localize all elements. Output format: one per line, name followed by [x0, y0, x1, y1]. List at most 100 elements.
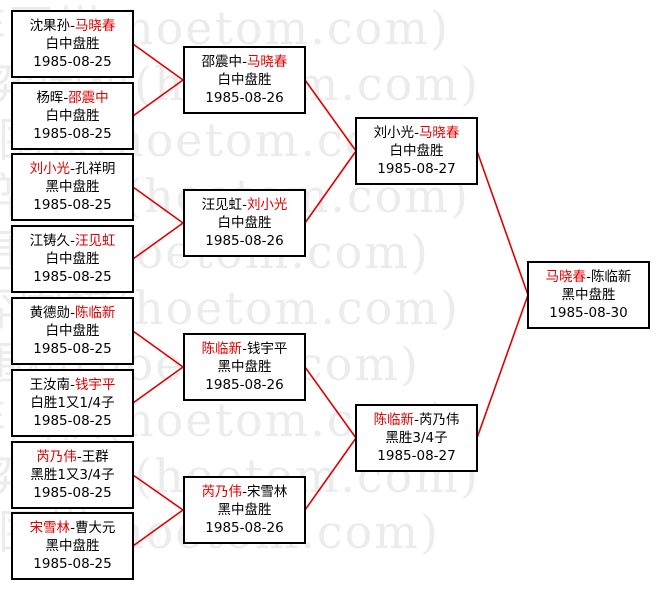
player-white: 陈临新: [590, 269, 632, 285]
match-result: 白中盘胜: [217, 72, 272, 88]
separator: -: [63, 90, 69, 106]
connector-line: [132, 186, 184, 224]
separator: -: [70, 18, 75, 34]
match-date: 1985-08-26: [205, 90, 284, 106]
player-white: 邵震中: [68, 90, 109, 106]
match-result: 白胜1又1/4子: [30, 395, 115, 411]
match-result: 白中盘胜: [217, 215, 272, 231]
match-box-r3: 刘小光-马晓春 白中盘胜 1985-08-27: [355, 117, 478, 185]
player-white: 芮乃伟: [418, 412, 460, 428]
match-box-r1: 芮乃伟-王群 黑胜1又3/4子 1985-08-25: [11, 441, 134, 509]
match-result: 白中盘胜: [45, 251, 100, 267]
player-black: 陈临新: [201, 341, 243, 357]
connector-line: [304, 79, 357, 152]
player-black: 陈临新: [373, 412, 415, 428]
match-box-r1: 王汝南-钱宇平 白胜1又1/4子 1985-08-25: [11, 369, 134, 437]
separator: -: [70, 305, 75, 321]
match-date: 1985-08-26: [205, 520, 284, 536]
connector-line: [304, 437, 357, 511]
connector-line: [132, 79, 184, 117]
separator: -: [586, 269, 591, 285]
match-result: 白中盘胜: [45, 323, 100, 339]
match-result: 黑胜1又3/4子: [30, 467, 115, 483]
separator: -: [242, 197, 247, 213]
match-date: 1985-08-30: [549, 305, 628, 321]
connector-line: [132, 509, 184, 547]
player-black: 黄德勋: [29, 305, 71, 321]
player-white: 马晓春: [74, 18, 116, 34]
connector-line: [304, 366, 357, 439]
separator: -: [242, 341, 247, 357]
player-black: 杨晖: [36, 90, 64, 106]
match-date: 1985-08-25: [33, 413, 112, 429]
player-black: 江铸久: [29, 233, 71, 249]
match-date: 1985-08-26: [205, 377, 284, 393]
match-result: 白中盘胜: [45, 36, 100, 52]
separator: -: [242, 484, 247, 500]
match-result: 白中盘胜: [389, 143, 444, 159]
player-white: 王群: [81, 449, 109, 465]
separator: -: [242, 54, 247, 70]
player-white: 马晓春: [418, 125, 460, 141]
player-white: 钱宇平: [74, 377, 116, 393]
match-date: 1985-08-25: [33, 126, 112, 142]
match-date: 1985-08-25: [33, 556, 112, 572]
player-white: 宋雪林: [246, 484, 288, 500]
player-black: 邵震中: [201, 54, 243, 70]
match-result: 黑胜3/4子: [385, 430, 448, 446]
connector-line: [304, 150, 357, 224]
match-box-r1: 江铸久-汪见虹 白中盘胜 1985-08-25: [11, 225, 134, 293]
connector-line: [132, 366, 184, 404]
match-date: 1985-08-26: [205, 233, 284, 249]
match-result: 黑中盘胜: [45, 538, 100, 554]
connector-line: [476, 294, 529, 439]
player-white: 曹大元: [74, 520, 116, 536]
match-date: 1985-08-27: [377, 161, 456, 177]
match-date: 1985-08-25: [33, 54, 112, 70]
match-box-r2: 陈临新-钱宇平 黑中盘胜 1985-08-26: [183, 333, 306, 401]
match-date: 1985-08-25: [33, 197, 112, 213]
player-black: 刘小光: [29, 161, 71, 177]
match-box-final: 马晓春-陈临新 黑中盘胜 1985-08-30: [527, 261, 650, 329]
player-white: 孔祥明: [74, 161, 116, 177]
connector-line: [132, 43, 184, 81]
separator: -: [414, 412, 419, 428]
match-result: 黑中盘胜: [45, 179, 100, 195]
match-date: 1985-08-25: [33, 269, 112, 285]
player-black: 芮乃伟: [36, 449, 77, 465]
match-box-r1: 宋雪林-曹大元 黑中盘胜 1985-08-25: [11, 512, 134, 580]
connector-line: [132, 222, 184, 260]
player-black: 沈果孙: [29, 18, 71, 34]
player-black: 马晓春: [545, 269, 587, 285]
player-black: 宋雪林: [29, 520, 71, 536]
match-box-r1: 黄德勋-陈临新 白中盘胜 1985-08-25: [11, 297, 134, 365]
match-box-r2: 芮乃伟-宋雪林 黑中盘胜 1985-08-26: [183, 476, 306, 544]
match-date: 1985-08-25: [33, 485, 112, 501]
separator: -: [70, 377, 75, 393]
player-black: 芮乃伟: [201, 484, 243, 500]
match-box-r1: 沈果孙-马晓春 白中盘胜 1985-08-25: [11, 10, 134, 78]
player-white: 汪见虹: [74, 233, 116, 249]
match-box-r2: 汪见虹-刘小光 白中盘胜 1985-08-26: [183, 189, 306, 257]
match-result: 黑中盘胜: [217, 359, 272, 375]
match-date: 1985-08-27: [377, 448, 456, 464]
match-box-r1: 杨晖-邵震中 白中盘胜 1985-08-25: [11, 82, 134, 150]
match-date: 1985-08-25: [33, 341, 112, 357]
player-white: 陈临新: [74, 305, 116, 321]
player-white: 钱宇平: [246, 341, 288, 357]
separator: -: [70, 161, 75, 177]
player-black: 刘小光: [373, 125, 415, 141]
separator: -: [70, 233, 75, 249]
player-white: 刘小光: [246, 197, 288, 213]
match-result: 白中盘胜: [45, 108, 100, 124]
match-box-r2: 邵震中-马晓春 白中盘胜 1985-08-26: [183, 46, 306, 114]
player-white: 马晓春: [246, 54, 288, 70]
connector-line: [132, 474, 184, 511]
connector-line: [132, 330, 184, 368]
player-black: 汪见虹: [201, 197, 243, 213]
separator: -: [76, 449, 82, 465]
player-black: 王汝南: [29, 377, 71, 393]
match-result: 黑中盘胜: [561, 287, 616, 303]
match-result: 黑中盘胜: [217, 502, 272, 518]
